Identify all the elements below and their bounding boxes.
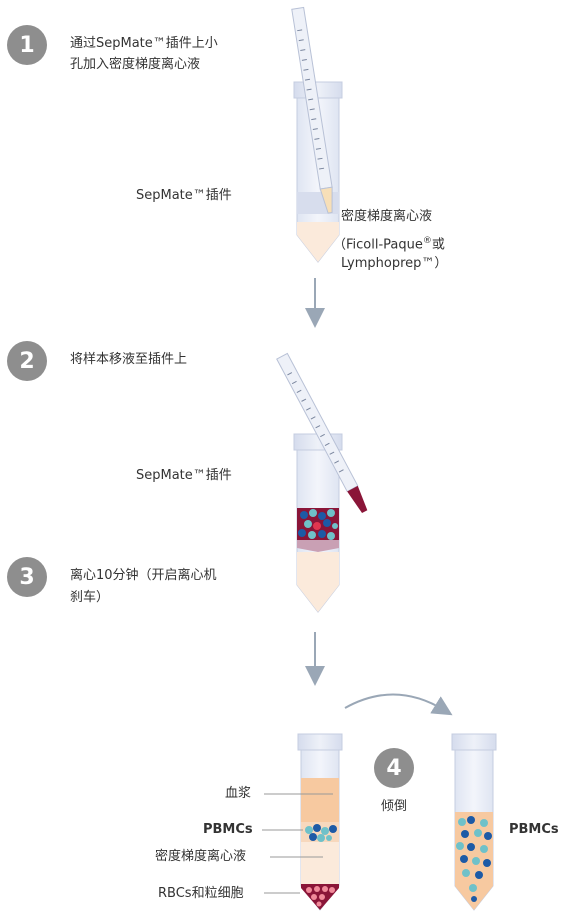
step-1-text-line2: 孔加入密度梯度离心液 (70, 57, 201, 72)
label-density-medium-line2: （Ficoll-Paque®或 (333, 231, 445, 255)
density-medium-or: 或 (431, 237, 445, 253)
arrow-pour (344, 693, 453, 716)
step-badge-1: 1 (7, 25, 47, 65)
registered-mark: ® (422, 236, 432, 246)
leader-lines (262, 793, 333, 894)
label-insert-1: SepMate™插件 (136, 188, 232, 203)
step-3-text-line2: 刹车） (70, 590, 110, 605)
label-plasma: 血浆 (225, 786, 252, 801)
step-badge-3: 3 (7, 557, 47, 597)
step-badge-2: 2 (7, 341, 47, 381)
step-2-text: 将样本移液至插件上 (70, 352, 188, 367)
step-1-text-line1: 通过SepMate™插件上小 (70, 36, 218, 51)
label-pbmcs-left: PBMCs (203, 822, 253, 837)
label-density-medium-line3: Lymphoprep™） (341, 256, 448, 271)
step-badge-4: 4 (374, 748, 414, 788)
label-density-medium-line1: 密度梯度离心液 (341, 209, 433, 224)
density-medium-names: （Ficoll-Paque (333, 237, 423, 253)
pipette-step-2 (276, 352, 368, 514)
pbmc-cells-right (456, 816, 492, 902)
pipette-step-1 (291, 6, 333, 214)
step-4-text: 倾倒 (381, 799, 408, 814)
label-rbc: RBCs和粒细胞 (158, 886, 244, 901)
pbmc-cells-left (305, 824, 337, 842)
label-pbmcs-right: PBMCs (509, 822, 559, 837)
label-density-medium-bottom: 密度梯度离心液 (155, 849, 247, 864)
label-insert-2: SepMate™插件 (136, 468, 232, 483)
rbc-cells (306, 886, 335, 907)
cells-tube-2 (298, 509, 338, 540)
tube-after-centrifuge (297, 733, 343, 911)
step-3-text-line1: 离心10分钟（开启离心机 (70, 568, 217, 583)
